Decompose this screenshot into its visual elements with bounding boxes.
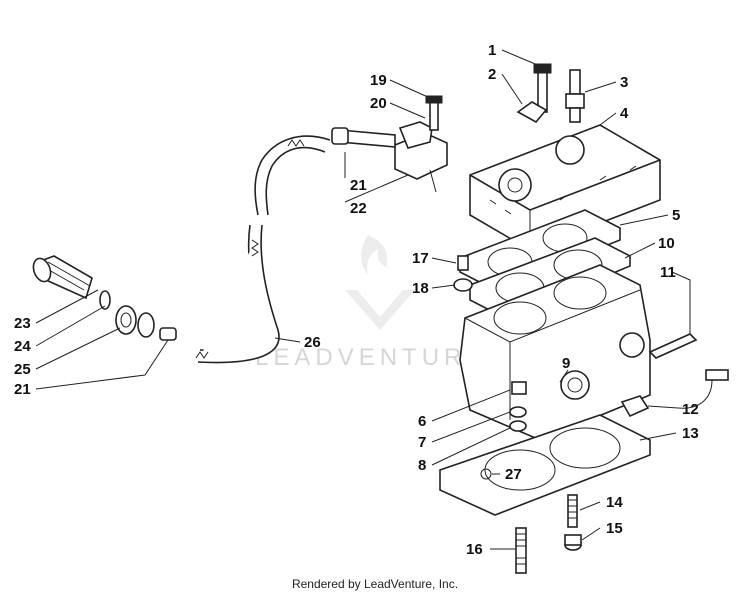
callout-22: 22	[350, 200, 367, 217]
footer-credit: Rendered by LeadVenture, Inc.	[291, 577, 459, 591]
lifting-eye-2	[516, 101, 548, 124]
callout-6: 6	[418, 413, 426, 430]
callout-11: 11	[660, 264, 676, 281]
callout-7: 7	[418, 434, 426, 451]
screw-19	[425, 95, 443, 131]
watermark-logo	[345, 235, 415, 330]
fuel-fitting-23	[32, 255, 93, 300]
callout-23: 23	[14, 315, 31, 332]
base-gasket-13	[439, 414, 651, 516]
callout-14: 14	[606, 494, 623, 511]
leader-lines	[35, 49, 713, 550]
callout-13: 13	[682, 425, 699, 442]
callout-8: 8	[418, 457, 426, 474]
callout-27: 27	[505, 466, 522, 483]
callout-labels: 1 2 3 4 5 6 7 8 9 10 11 12 13 14 15 16 1…	[14, 42, 699, 558]
hose-clamp-21-lower	[159, 327, 177, 341]
callout-12: 12	[682, 401, 699, 418]
callout-18: 18	[412, 280, 429, 297]
callout-15: 15	[606, 520, 623, 537]
washer-7	[509, 406, 527, 418]
stud-14	[567, 494, 578, 528]
callout-17: 17	[412, 250, 429, 267]
nut-6	[511, 381, 527, 395]
callout-3: 3	[620, 74, 628, 91]
nut-15	[564, 534, 582, 551]
callout-4: 4	[620, 105, 629, 122]
fuel-hose	[195, 135, 331, 364]
cylinder-block-9	[459, 264, 651, 441]
stud-16	[515, 527, 527, 574]
callout-21-lower: 21	[14, 381, 31, 398]
watermark-text: LEADVENTURE	[255, 344, 487, 371]
callout-20: 20	[370, 95, 387, 112]
callout-25: 25	[14, 361, 31, 378]
callout-16: 16	[466, 541, 483, 558]
callout-10: 10	[658, 235, 675, 252]
cylinder-head-4	[469, 124, 661, 251]
callout-2: 2	[488, 66, 496, 83]
callout-19: 19	[370, 72, 387, 89]
drain-tube-11	[648, 333, 698, 359]
elbow-fitting-12	[620, 369, 729, 418]
callout-21-upper: 21	[350, 177, 367, 194]
nut-25	[115, 305, 137, 335]
callout-1: 1	[488, 42, 496, 59]
fitting-ring	[137, 312, 155, 338]
washer-24	[99, 290, 111, 310]
callout-26: 26	[304, 334, 321, 351]
fuel-pump-22	[331, 121, 448, 193]
callout-9: 9	[562, 355, 570, 372]
o-ring-8	[509, 420, 527, 432]
spark-plug-3	[565, 69, 585, 123]
callout-24: 24	[14, 338, 31, 355]
head-gasket-5	[459, 209, 621, 291]
callout-5: 5	[672, 207, 680, 224]
